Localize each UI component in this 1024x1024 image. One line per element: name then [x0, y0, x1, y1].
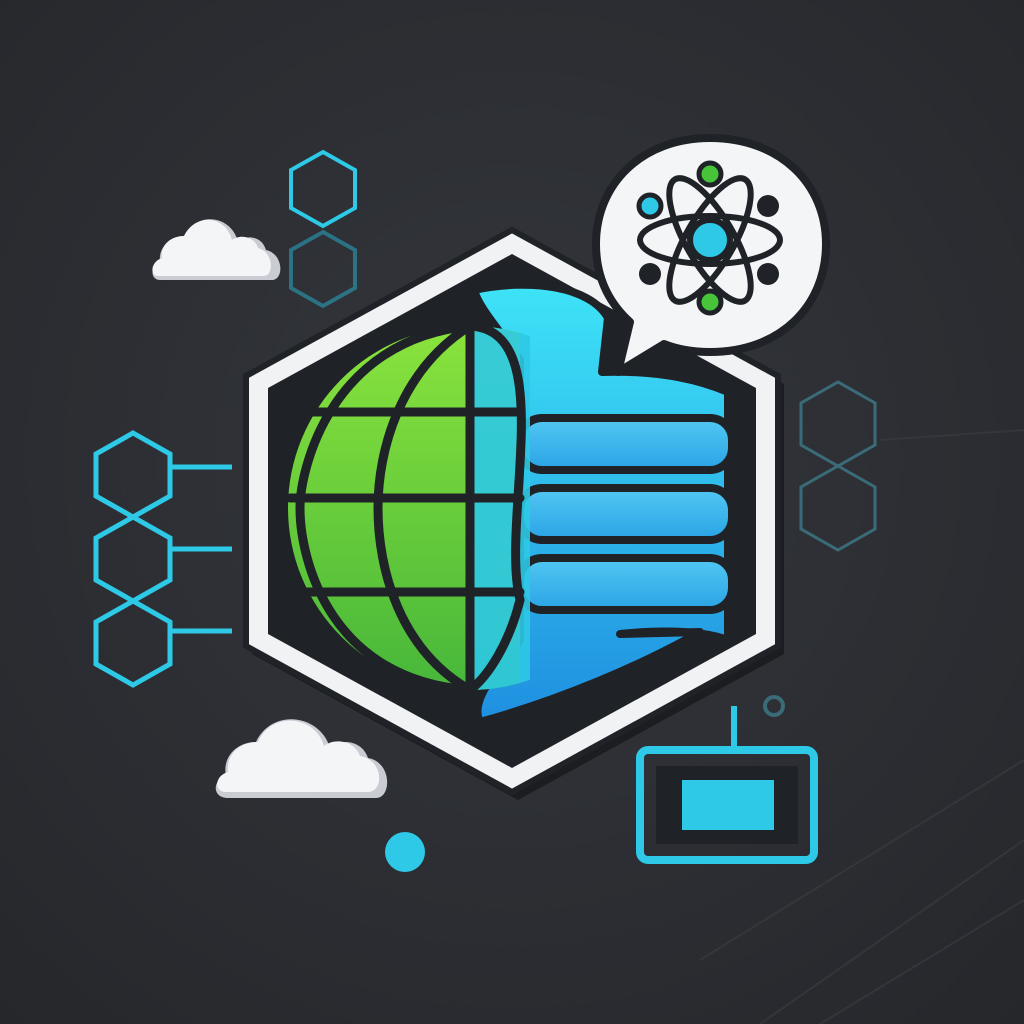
honeycomb-icon	[289, 149, 357, 309]
background-lines	[699, 429, 1024, 1024]
server-bar	[516, 414, 736, 474]
honeycomb-icon	[799, 380, 877, 552]
cloud-icon	[152, 219, 281, 280]
dot-icon	[385, 832, 425, 872]
server-bar	[516, 484, 736, 544]
server-bar	[516, 554, 736, 614]
server-stack-icon	[470, 280, 736, 726]
atom-icon	[637, 175, 783, 305]
monitor-icon	[636, 695, 818, 864]
speech-bubble-icon	[592, 134, 830, 376]
honeycomb-icon	[93, 430, 232, 688]
cloud-icon	[215, 719, 388, 798]
